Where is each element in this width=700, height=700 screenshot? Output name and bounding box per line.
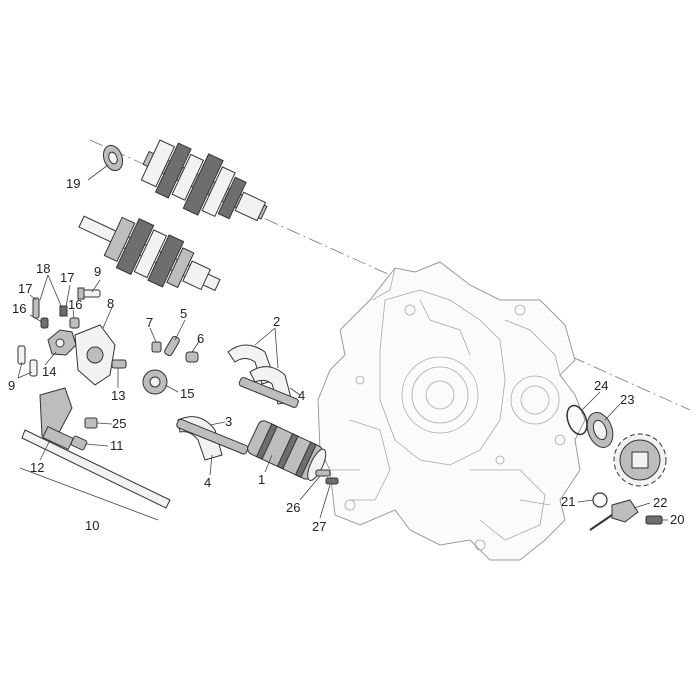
label-23: 23 <box>620 392 634 407</box>
bolt-9-upper <box>77 287 101 300</box>
label-16-right: 16 <box>68 297 82 312</box>
bolt-27 <box>325 477 339 485</box>
star-wheel-15 <box>142 369 168 395</box>
primary-shaft-gears <box>78 215 221 292</box>
spring-11 <box>70 435 88 451</box>
label-1: 1 <box>258 472 265 487</box>
label-17-right: 17 <box>60 270 74 285</box>
washer-19 <box>102 144 124 172</box>
oring-24 <box>566 404 588 436</box>
leader-10-base <box>19 467 159 521</box>
label-10: 10 <box>85 518 99 533</box>
crankcase <box>317 261 586 561</box>
label-25: 25 <box>112 416 126 431</box>
label-27: 27 <box>312 519 326 534</box>
label-6: 6 <box>197 331 204 346</box>
selector-lever-14 <box>47 329 77 356</box>
label-5: 5 <box>180 306 187 321</box>
bolt-9-lower <box>17 345 38 377</box>
label-15: 15 <box>180 386 194 401</box>
label-2: 2 <box>273 314 280 329</box>
label-8: 8 <box>107 296 114 311</box>
label-4-lower: 4 <box>204 475 211 490</box>
plate-8 <box>74 324 116 386</box>
bolt-20 <box>645 515 663 525</box>
label-21: 21 <box>561 494 575 509</box>
label-9-upper: 9 <box>94 264 101 279</box>
stud-7 <box>151 341 162 353</box>
label-14: 14 <box>42 364 56 379</box>
label-7: 7 <box>146 315 153 330</box>
label-11: 11 <box>110 438 124 453</box>
label-9-lower: 9 <box>8 378 15 393</box>
bolt-25 <box>84 417 98 429</box>
selector-drum-1 <box>247 420 327 481</box>
label-12: 12 <box>30 460 44 475</box>
roller-16 <box>69 317 80 329</box>
label-24: 24 <box>594 378 608 393</box>
label-22: 22 <box>653 495 667 510</box>
pin-13 <box>111 359 127 369</box>
shift-shaft-10 <box>21 387 171 509</box>
pin-18 <box>59 305 68 317</box>
sprocket <box>613 433 667 487</box>
leader-lines <box>17 164 668 521</box>
spring-16 <box>40 317 49 329</box>
fork-rod-4-lower <box>176 418 249 455</box>
roller-6 <box>185 351 199 363</box>
label-17-left: 17 <box>18 281 32 296</box>
seal-23 <box>586 412 614 448</box>
sensor-22 <box>589 499 639 531</box>
secondary-shaft-gears <box>140 139 268 222</box>
ring-21 <box>592 492 608 508</box>
label-3: 3 <box>225 414 232 429</box>
label-16-left: 16 <box>12 301 26 316</box>
label-4-upper: 4 <box>298 388 305 403</box>
label-26: 26 <box>286 500 300 515</box>
arm-5 <box>164 335 180 357</box>
label-20: 20 <box>670 512 684 527</box>
label-18: 18 <box>36 261 50 276</box>
fork-rod-4-upper <box>238 377 299 408</box>
detent-bolt-17 <box>32 297 40 319</box>
pin-26 <box>315 469 331 477</box>
label-13: 13 <box>111 388 125 403</box>
label-19: 19 <box>66 176 80 191</box>
